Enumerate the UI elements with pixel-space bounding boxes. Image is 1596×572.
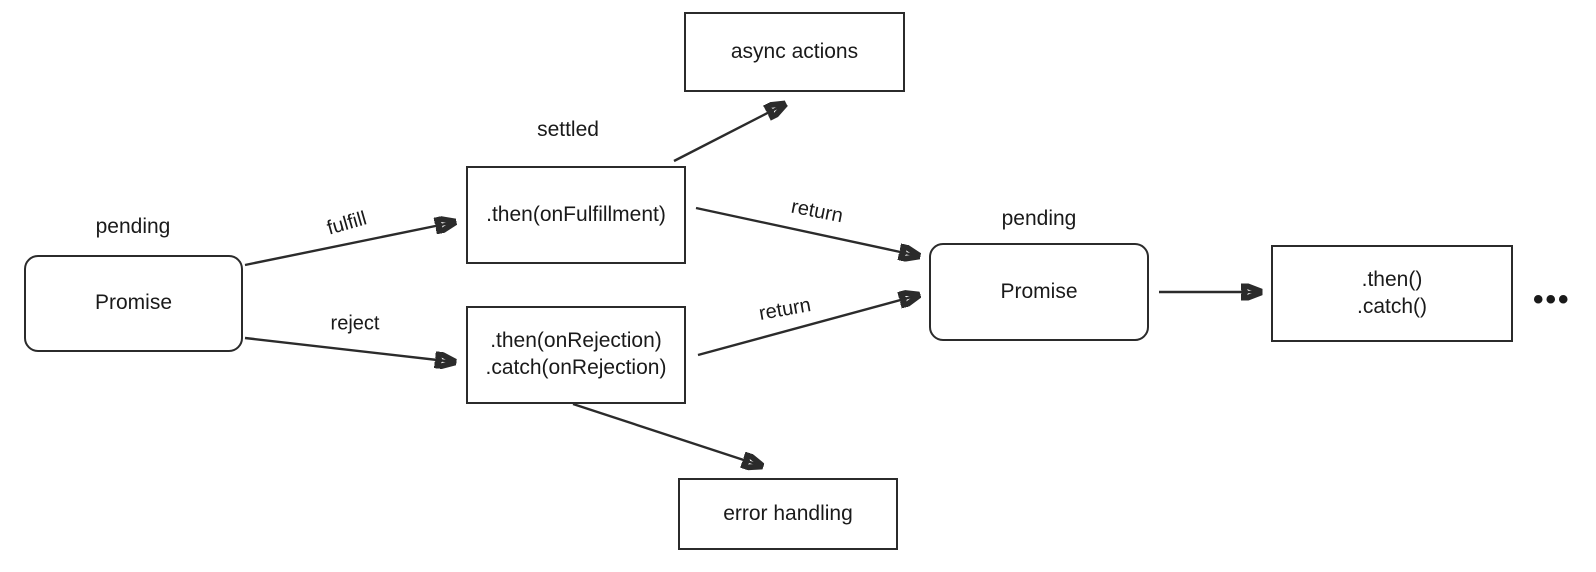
edge-line-reject: [244, 336, 455, 362]
node-then-catch-on-rejection[interactable]: .then(onRejection) .catch(onRejection): [466, 306, 686, 404]
node-promise-pending-initial[interactable]: Promise: [24, 255, 243, 352]
continuation-ellipsis: •••: [1533, 283, 1571, 316]
edge-line-fulfill: [244, 222, 455, 267]
edge-label-reject: reject: [330, 312, 380, 335]
edge-line-async-actions: [673, 104, 785, 163]
node-error-handling[interactable]: error handling: [678, 478, 898, 550]
node-then-on-fulfillment[interactable]: .then(onFulfillment): [466, 166, 686, 264]
node-then-catch-chain[interactable]: .then() .catch(): [1271, 245, 1513, 342]
edge-line-error-handling: [572, 402, 762, 466]
node-promise-pending-returned[interactable]: Promise: [929, 243, 1149, 341]
edge-line-return-top: [695, 206, 919, 256]
caption-pending-initial: pending: [95, 215, 171, 238]
caption-pending-returned: pending: [1001, 207, 1077, 230]
edge-line-return-bottom: [697, 295, 919, 357]
node-async-actions[interactable]: async actions: [684, 12, 905, 92]
caption-settled: settled: [537, 118, 599, 141]
